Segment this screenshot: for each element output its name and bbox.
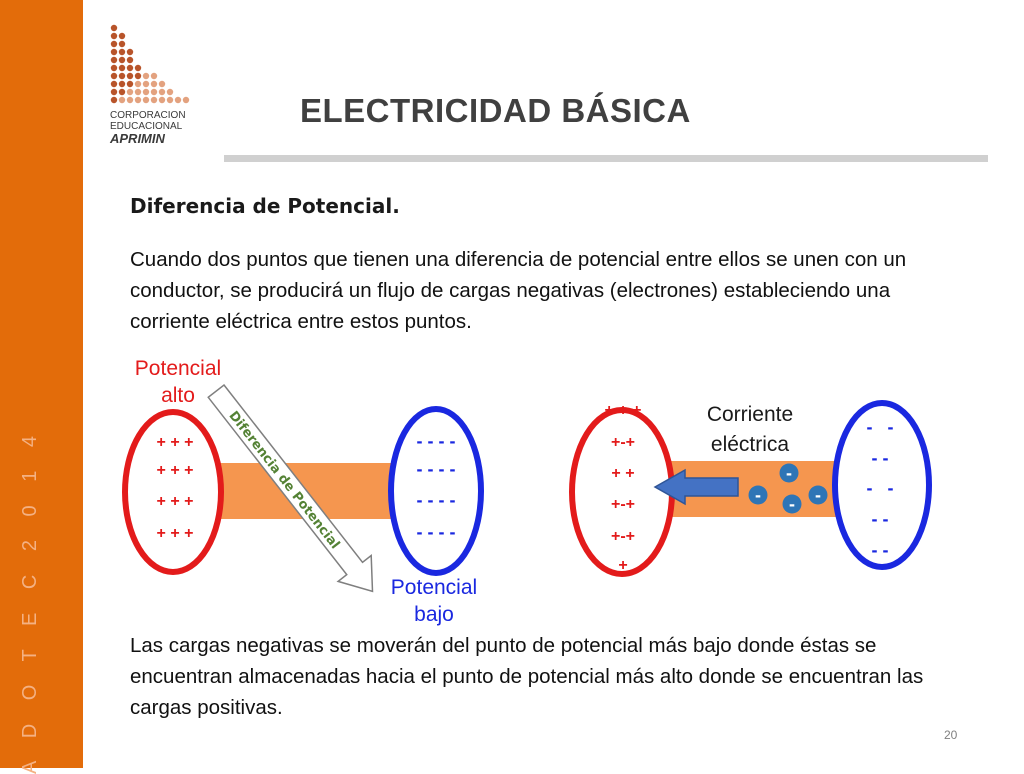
paragraph-conclusion: Las cargas negativas se moverán del punt… <box>130 634 924 719</box>
title-divider <box>224 155 988 162</box>
slide-subtitle: Diferencia de Potencial. <box>130 194 400 218</box>
electron-symbol: - <box>789 494 795 514</box>
paragraph-intro: Cuando dos puntos que tienen una diferen… <box>130 248 907 333</box>
left-negative-row: - - - - <box>417 431 456 451</box>
left-positive-row: + + + <box>157 493 194 510</box>
low-potential-label-1: Potencial <box>391 576 477 599</box>
low-potential-label-2: bajo <box>414 603 454 626</box>
logo-line-1: CORPORACION <box>110 110 186 121</box>
current-label-1: Corriente <box>707 403 793 426</box>
right-negative-row: - - <box>867 417 894 437</box>
potential-difference-diagram: Potencial alto + + + + + + + + + + + + -… <box>122 357 932 626</box>
current-arrow <box>653 468 739 506</box>
right-negative-row: - - <box>872 448 889 468</box>
electron-icon <box>748 485 768 505</box>
left-positive-row: + + + <box>157 525 194 542</box>
electron-icon <box>782 494 802 514</box>
left-negative-row: - - - - <box>417 522 456 542</box>
left-positive-row: + + + <box>157 462 194 479</box>
page-number: 20 <box>944 728 958 742</box>
right-positive-row: +-+ <box>611 496 635 513</box>
potential-difference-arrow <box>207 383 374 593</box>
left-positive-ellipse <box>122 409 224 575</box>
left-positive-row: + + + <box>157 434 194 451</box>
slide-title: ELECTRICIDAD BÁSICA <box>300 92 691 129</box>
right-positive-row: + + + <box>605 402 642 419</box>
right-positive-row: +-+ <box>611 528 635 545</box>
electron-symbol: - <box>815 485 821 505</box>
current-label-2: eléctrica <box>711 433 790 456</box>
right-negative-row: - - <box>872 509 889 529</box>
left-negative-ellipse <box>388 406 484 576</box>
sidebar: A D O T E C 2 0 1 4 <box>0 0 83 774</box>
right-positive-row: + <box>618 557 627 574</box>
electron-icon <box>808 485 828 505</box>
right-negative-ellipse <box>832 400 932 570</box>
left-negative-row: - - - - <box>417 459 456 479</box>
electron-symbol: - <box>786 463 792 483</box>
logo-line-3: APRIMIN <box>110 131 165 146</box>
electron-symbol: - <box>755 485 761 505</box>
sidebar-year-text: A D O T E C 2 0 1 4 <box>18 426 41 774</box>
right-positive-row: +-+ <box>611 434 635 451</box>
high-potential-label-2: alto <box>161 384 195 407</box>
right-positive-row: + + <box>611 465 634 482</box>
right-negative-row: - - <box>867 478 894 498</box>
logo-icon <box>110 24 190 104</box>
high-potential-label-1: Potencial <box>135 357 221 380</box>
left-negative-row: - - - - <box>417 490 456 510</box>
right-negative-row: - - <box>872 540 889 560</box>
electron-icon <box>779 463 799 483</box>
logo-line-2: EDUCACIONAL <box>110 121 183 132</box>
